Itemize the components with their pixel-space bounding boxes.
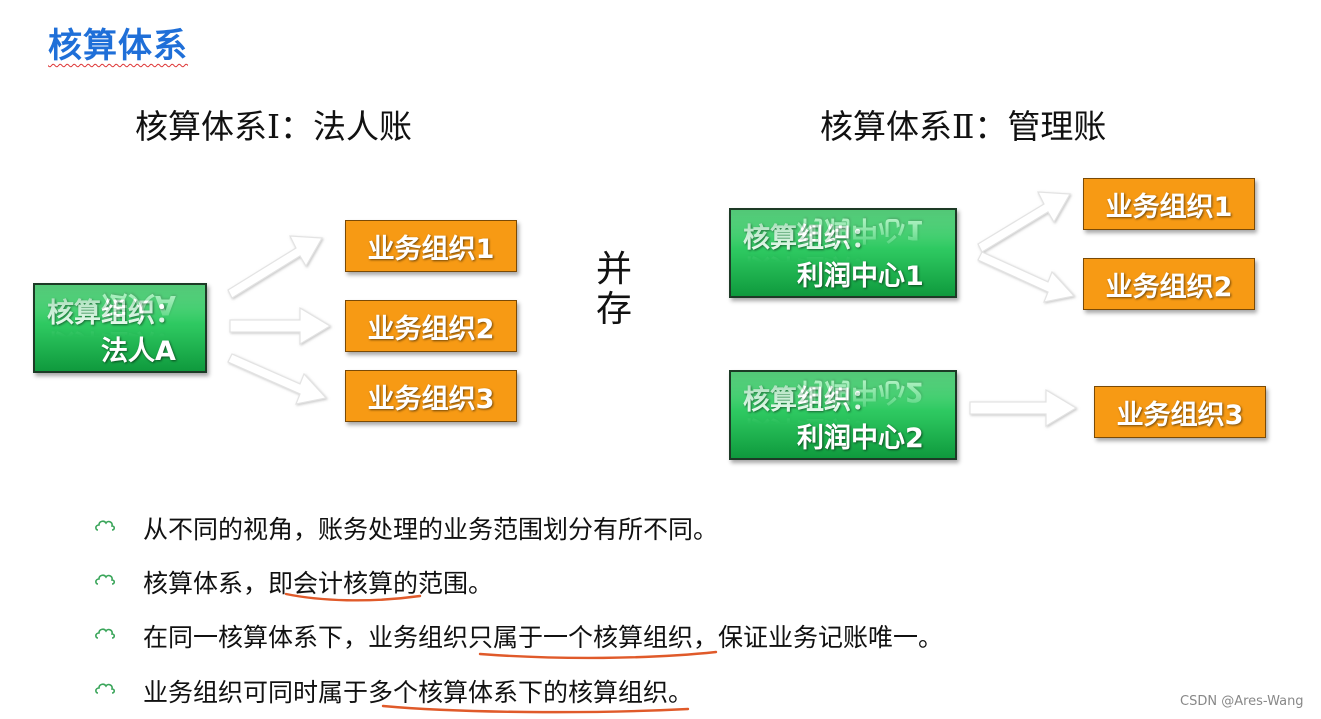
left-unit-2: 业务组织2 <box>345 300 517 352</box>
underline-stroke <box>381 704 690 714</box>
underline-stroke <box>284 592 422 602</box>
cloud-bullet-icon <box>95 628 116 639</box>
left-unit-3: 业务组织3 <box>345 370 517 422</box>
bullet-item: 业务组织可同时属于多个核算体系下的核算组织。 <box>143 678 694 707</box>
underline-stroke <box>478 650 718 660</box>
page-title: 核算体系 <box>48 26 188 66</box>
arrow-to-unit-1 <box>227 235 323 299</box>
arrow-to-unit-2 <box>229 306 332 346</box>
cloud-bullet-icon <box>95 683 116 694</box>
right-system-subtitle: 核算体系Ⅱ：管理账 <box>820 107 1107 146</box>
cloud-bullet-icon <box>95 574 116 585</box>
cloud-bullet-icon <box>95 520 116 531</box>
arrow-to-right-unit-1 <box>977 191 1071 253</box>
arrow-to-unit-3 <box>227 353 328 405</box>
bullet-item: 在同一核算体系下，业务组织只属于一个核算组织，保证业务记账唯一。 <box>143 623 944 652</box>
right-unit-2: 业务组织2 <box>1083 258 1255 310</box>
left-unit-1: 业务组织1 <box>345 220 517 272</box>
right-unit-3: 业务组织3 <box>1094 386 1266 438</box>
arrow-to-right-unit-3 <box>969 388 1078 428</box>
left-system-subtitle: 核算体系Ⅰ：法人账 <box>135 107 413 146</box>
arrow-to-right-unit-2 <box>977 251 1076 303</box>
watermark: CSDN @Ares-Wang <box>1180 694 1304 709</box>
coexist-label: 并 存 <box>595 249 632 330</box>
bullet-item: 核算体系，即会计核算的范围。 <box>143 569 494 598</box>
right-unit-1: 业务组织1 <box>1083 178 1255 230</box>
bullet-item: 从不同的视角，账务处理的业务范围划分有所不同。 <box>143 515 719 544</box>
